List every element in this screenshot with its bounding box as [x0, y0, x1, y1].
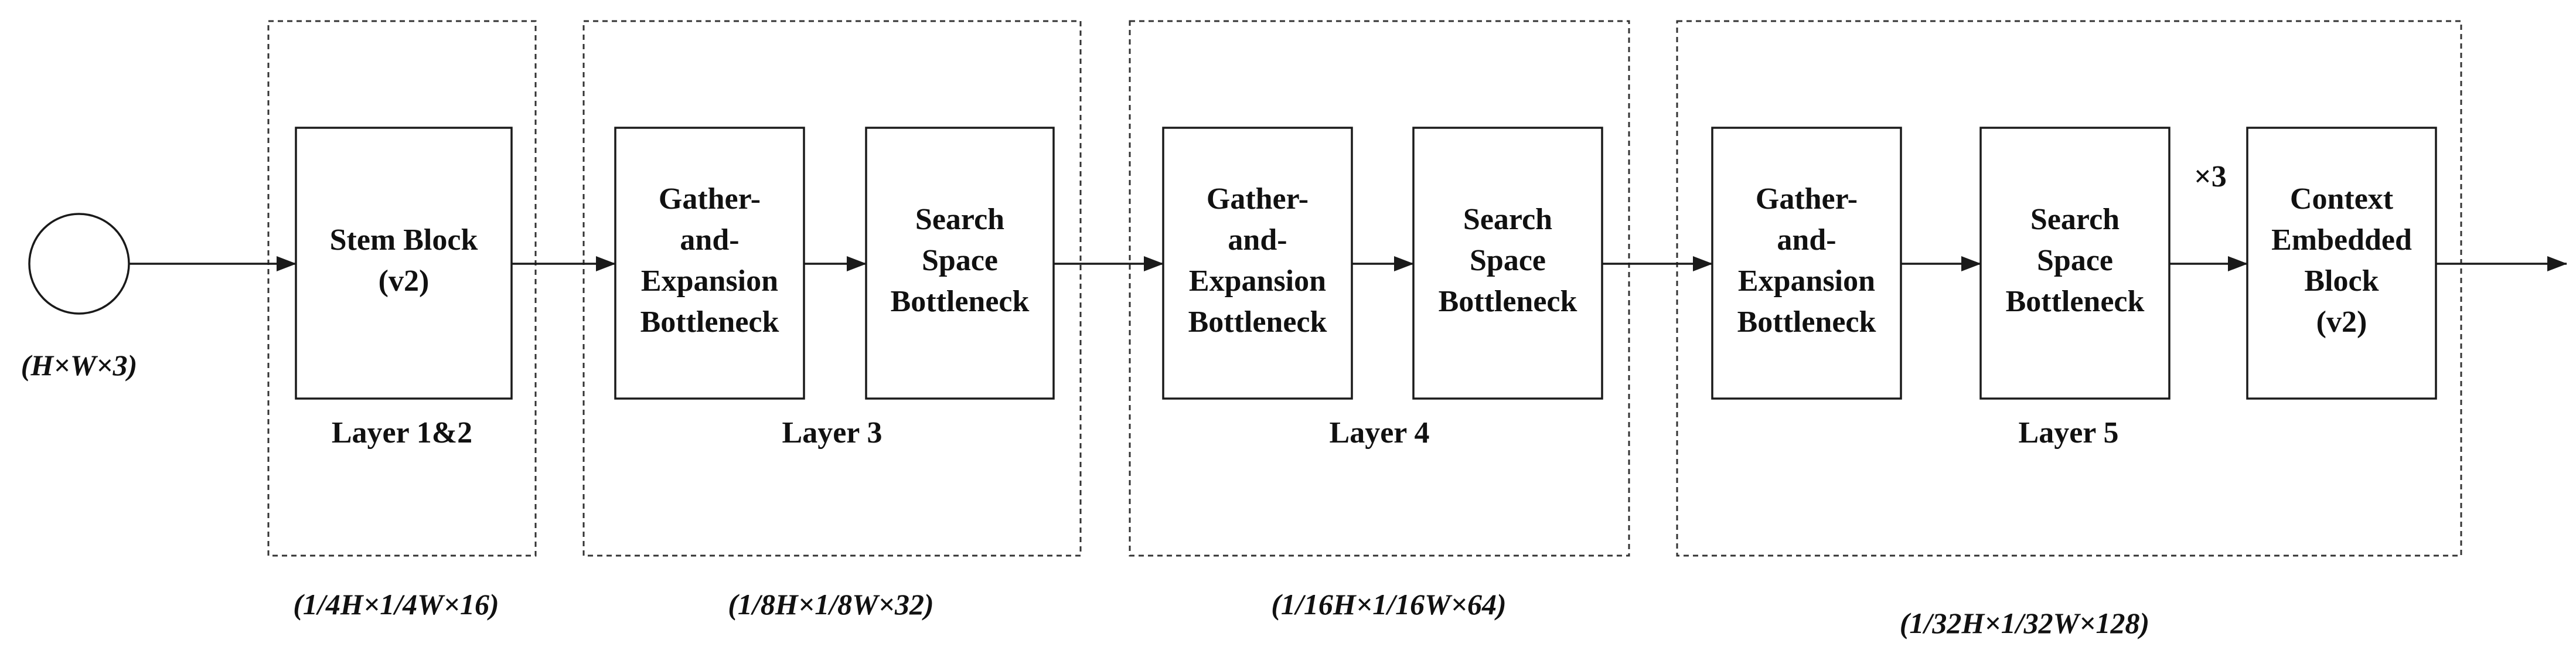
- search-space-layer5-label-line: Bottleneck: [2006, 285, 2145, 318]
- input-node: [28, 213, 130, 315]
- search-space-layer3-label-line: Bottleneck: [891, 285, 1030, 318]
- layer-label-5: Layer 5: [2019, 416, 2119, 450]
- context-embedded-label-line: (v2): [2316, 305, 2367, 339]
- gather-expansion-layer4-label-line: Gather-: [1207, 182, 1309, 216]
- layer-label-3: Layer 3: [782, 416, 882, 450]
- search-space-layer3-label-line: Space: [922, 244, 998, 277]
- stem-block-v2: [295, 127, 513, 400]
- gather-expansion-layer4-label-line: Bottleneck: [1188, 305, 1327, 339]
- stem-block-label-line: (v2): [379, 264, 430, 298]
- search-space-layer5-label-line: Space: [2037, 244, 2113, 277]
- block-labels: Stem Block (v2) Gather-and- ExpansionBottle…: [330, 182, 2412, 339]
- dims-layer-5: (1/32H×1/32W×128): [1900, 607, 2149, 639]
- search-space-layer5-label-line: Search: [2030, 203, 2120, 236]
- gather-expansion-layer3-label-line: Gather-: [659, 182, 761, 216]
- dims-layer-4: (1/16H×1/16W×64): [1271, 588, 1506, 621]
- context-embedded-block-v2: [2246, 127, 2437, 400]
- gather-expansion-bottleneck-layer4: [1162, 127, 1353, 400]
- search-space-bottleneck-layer5: [1979, 127, 2170, 400]
- search-space-bottleneck-layer3: [865, 127, 1055, 400]
- input-dims: (H×W×3): [21, 349, 138, 382]
- layer-group-4: [1129, 20, 1630, 557]
- layer-group-5: [1676, 20, 2462, 557]
- dims-layer-1-2: (1/4H×1/4W×16): [293, 588, 499, 621]
- repeat-label: ×3: [2194, 160, 2227, 193]
- stem-block-label-line: Stem Block: [330, 223, 478, 257]
- gather-expansion-layer5-label-line: Bottleneck: [1737, 305, 1876, 339]
- layer-group-3: [582, 20, 1082, 557]
- context-embedded-label-line: Embedded: [2271, 223, 2412, 257]
- search-space-layer3-label-line: Search: [915, 203, 1004, 236]
- layer-group-1-2: [267, 20, 537, 557]
- gather-expansion-layer5-label-line: Expansion: [1738, 264, 1875, 298]
- gather-expansion-layer4-label-line: Expansion: [1189, 264, 1326, 298]
- gather-expansion-layer3-label-line: Bottleneck: [640, 305, 779, 339]
- search-space-layer4-label-line: Bottleneck: [1439, 285, 1577, 318]
- context-embedded-label-line: Context: [2290, 182, 2394, 216]
- gather-expansion-layer5-label-line: and-: [1777, 223, 1836, 257]
- gather-expansion-layer5-label-line: Gather-: [1756, 182, 1858, 216]
- layer-label-4: Layer 4: [1330, 416, 1430, 450]
- search-space-layer4-label-line: Space: [1470, 244, 1546, 277]
- gather-expansion-layer4-label-line: and-: [1228, 223, 1287, 257]
- gather-expansion-layer3-label-line: and-: [680, 223, 739, 257]
- gather-expansion-bottleneck-layer5: [1711, 127, 1902, 400]
- context-embedded-label-line: Block: [2304, 264, 2379, 298]
- search-space-layer4-label-line: Search: [1463, 203, 1552, 236]
- gather-expansion-layer3-label-line: Expansion: [641, 264, 778, 298]
- gather-expansion-bottleneck-layer3: [614, 127, 805, 400]
- layer-label-1-2: Layer 1&2: [332, 416, 472, 450]
- dims-layer-3: (1/8H×1/8W×32): [728, 588, 933, 621]
